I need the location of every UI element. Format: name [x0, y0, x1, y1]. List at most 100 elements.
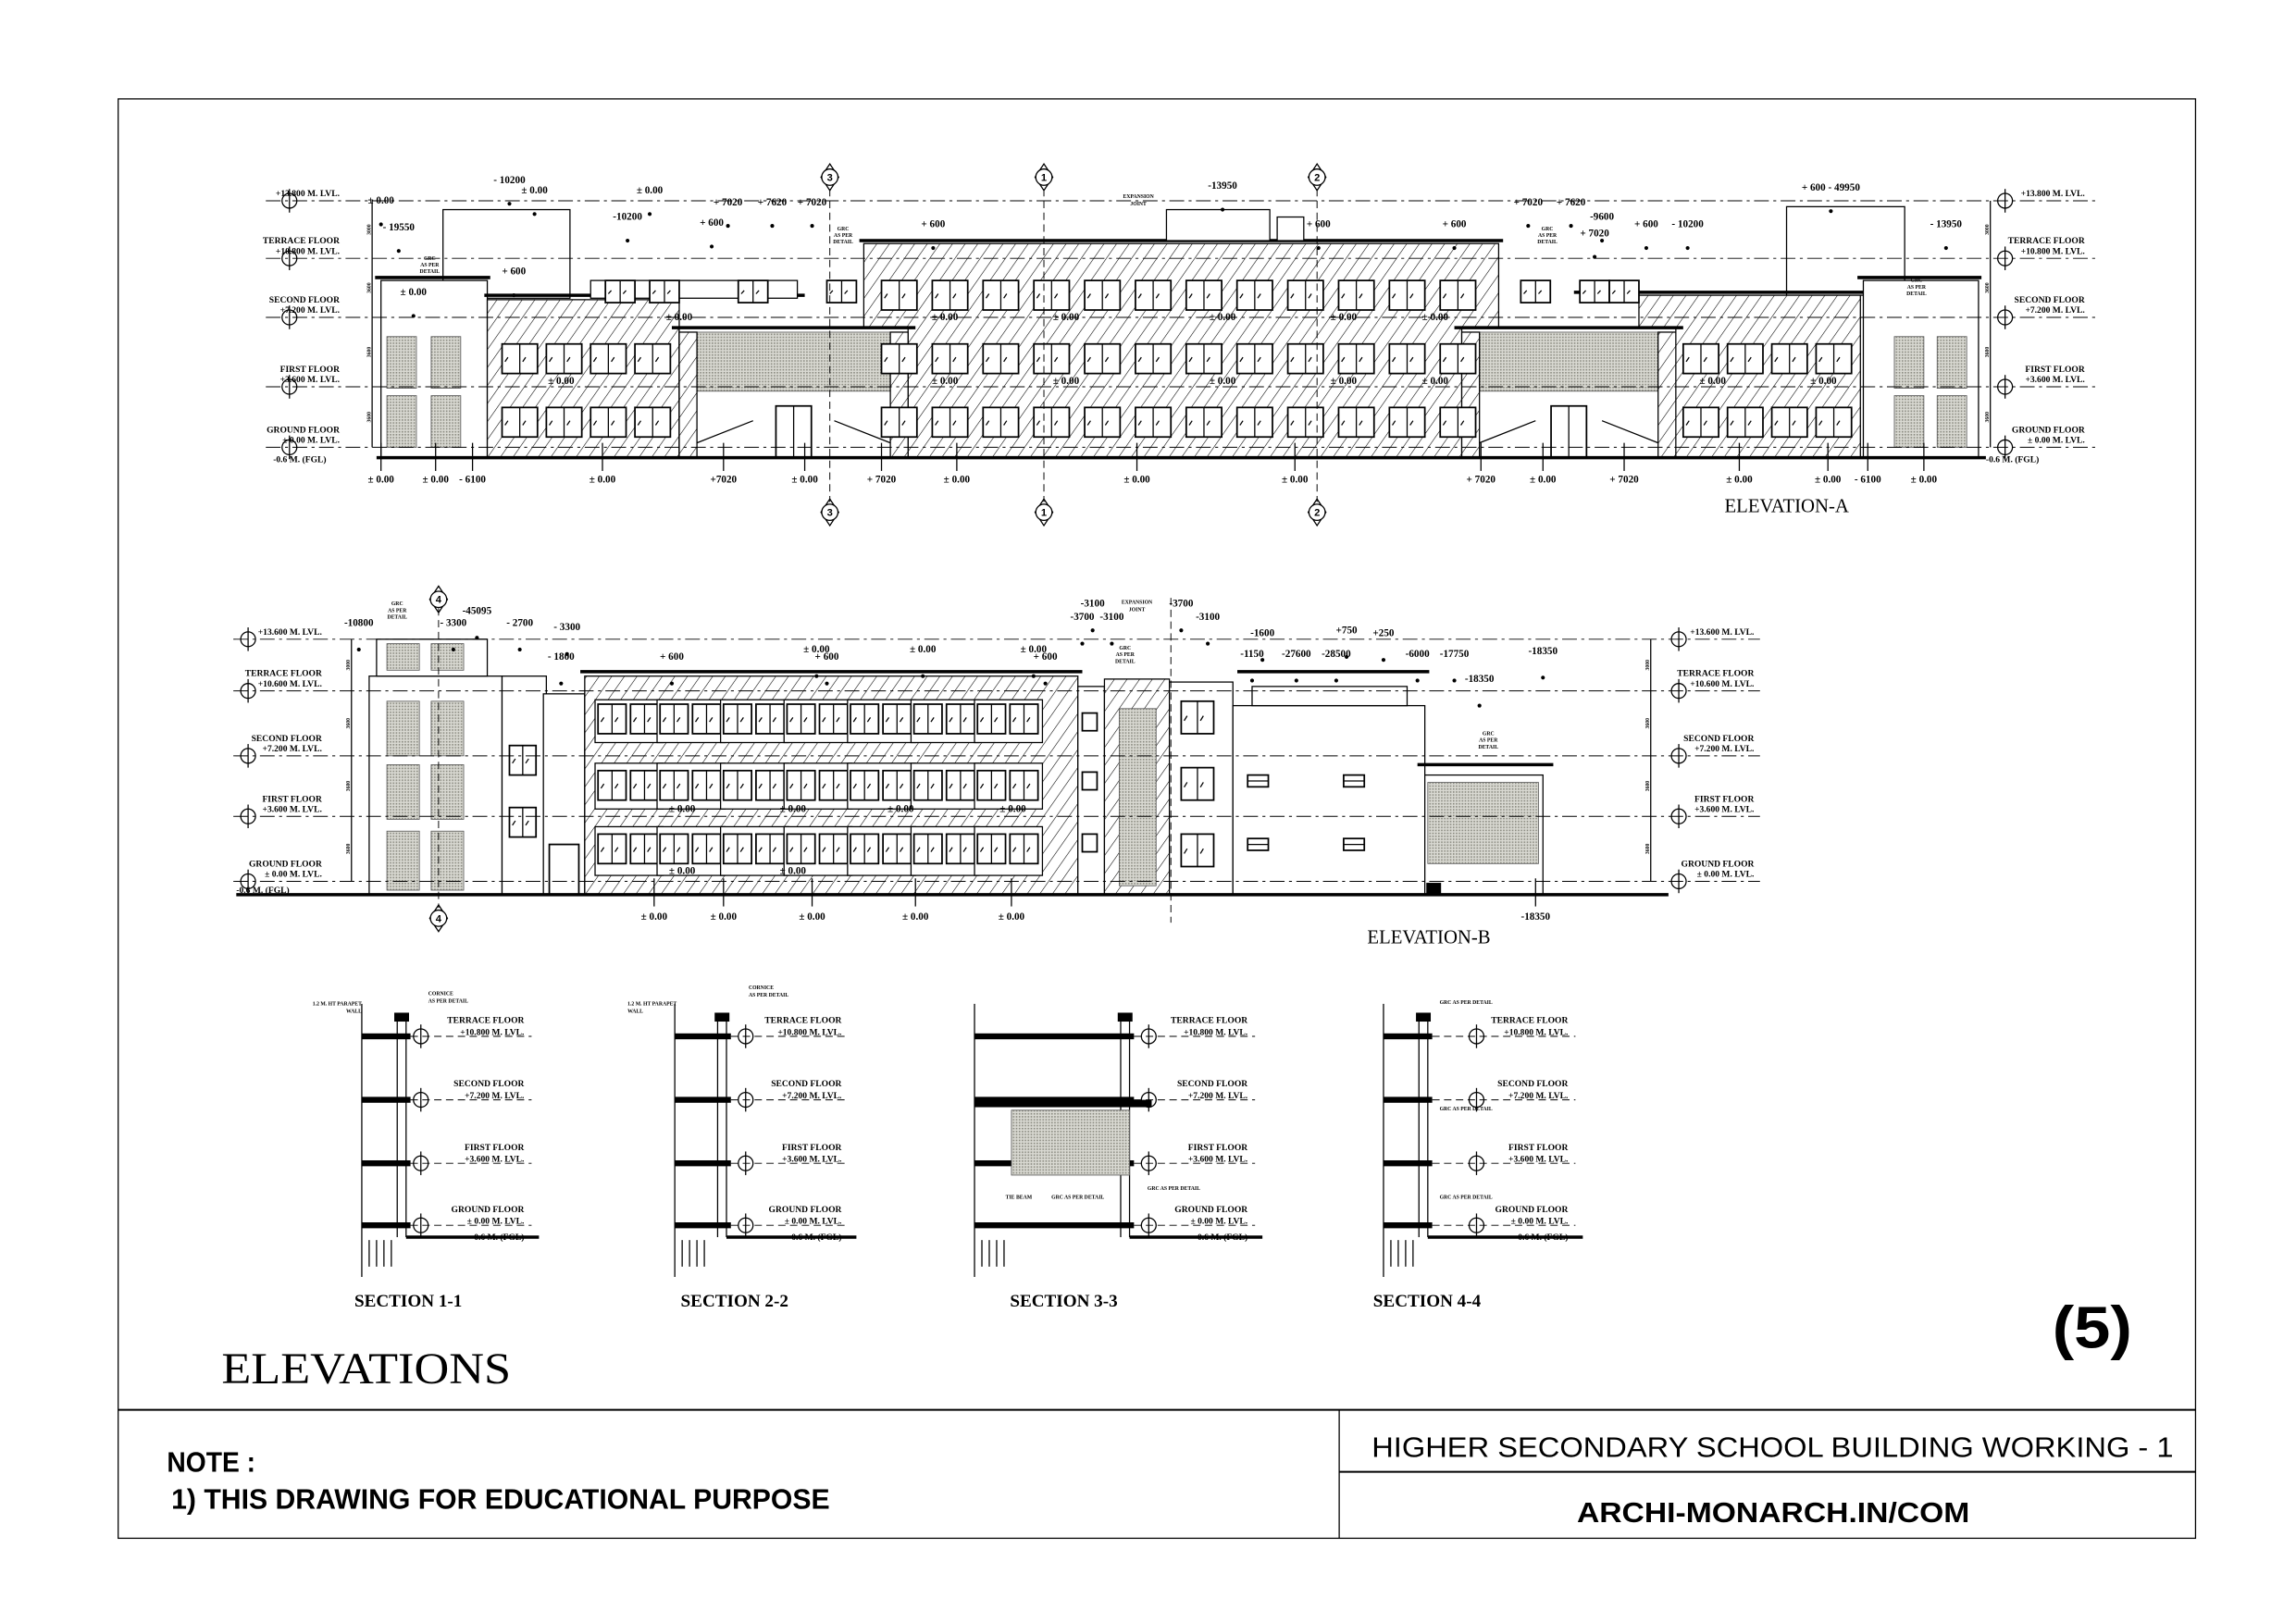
- window-swing-mark: [1818, 356, 1823, 363]
- dimension-label: ± 0.00: [1282, 475, 1309, 486]
- dimension-label: ± 0.00: [422, 475, 449, 486]
- window-swing-mark: [654, 356, 660, 363]
- cornice-note: CORNICE: [428, 991, 453, 997]
- dimension-point: [1415, 678, 1420, 683]
- grc-note: GRC: [1542, 227, 1554, 232]
- level-value: +13.800 M. LVL.: [276, 189, 340, 199]
- grc-screen-panel: [386, 830, 420, 891]
- beam: [974, 1099, 1152, 1108]
- dimension-point: [825, 681, 829, 686]
- window-swing-mark: [739, 717, 744, 723]
- dimension-label: + 600: [700, 217, 724, 229]
- dimension-point: [379, 222, 383, 227]
- vertical-dimension: 3000: [1985, 224, 1991, 235]
- vertical-dimension: 3000: [367, 224, 373, 235]
- window-swing-mark: [647, 783, 652, 789]
- level-name: GROUND FLOOR: [769, 1205, 842, 1215]
- porch-column: [1657, 331, 1677, 459]
- grid-marker-label: 3: [827, 508, 833, 519]
- dimension-label: + 600 - 49950: [1802, 182, 1860, 193]
- window-swing-mark: [694, 783, 700, 789]
- elevation-a: +13.800 M. LVL.+13.800 M. LVL.+10.800 M.…: [263, 162, 2097, 527]
- fgl-label: -0.6 M. (FGL): [1986, 454, 2039, 465]
- sheet-border: [118, 98, 2197, 1540]
- dimension-label: ± 0.00: [780, 865, 807, 876]
- dimension-label: + 7620: [1557, 197, 1586, 208]
- dimension-label: ± 0.00: [666, 312, 693, 323]
- window-swing-mark: [1582, 290, 1587, 294]
- window-swing-mark: [1026, 783, 1031, 789]
- section-1: +10.800 M. LVL.TERRACE FLOOR+7.200 M. LV…: [354, 1003, 540, 1311]
- window-swing-mark: [611, 420, 615, 426]
- dimension-label: - 10200: [1671, 219, 1704, 230]
- window-swing-mark: [632, 717, 638, 723]
- window-swing-mark: [1137, 420, 1142, 426]
- floor-slab: [675, 1096, 731, 1103]
- window-swing-mark: [1206, 356, 1210, 363]
- window-swing-mark: [1086, 293, 1091, 299]
- vertical-dimension: 3600: [1645, 781, 1651, 792]
- window-swing-mark: [1792, 420, 1796, 426]
- window-swing-mark: [829, 290, 834, 294]
- cornice: [1416, 1012, 1432, 1022]
- window-swing-mark: [885, 847, 890, 852]
- window-swing-mark: [985, 420, 990, 426]
- window-swing-mark: [1011, 717, 1017, 723]
- dimension-point: [1452, 678, 1457, 683]
- expansion-joint-label: EXPANSION: [1122, 601, 1153, 606]
- dimension-point: [1477, 703, 1482, 708]
- window-swing-mark: [1442, 293, 1447, 299]
- dimension-label: + 600: [1307, 219, 1331, 230]
- window-swing-mark: [1026, 847, 1031, 852]
- window-swing-mark: [803, 783, 808, 789]
- dimension-label: +250: [1372, 628, 1395, 639]
- floor-slab: [361, 1096, 411, 1103]
- dimension-point: [1220, 207, 1225, 212]
- level-value: +3.600 M. LVL.: [782, 1155, 841, 1165]
- grc-note: GRC: [838, 227, 850, 232]
- dimension-label: -3100: [1081, 599, 1105, 610]
- window-swing-mark: [1257, 293, 1261, 299]
- ramp: [1601, 420, 1658, 444]
- window-swing-mark: [1836, 356, 1841, 363]
- grid-marker-label: 1: [1041, 172, 1047, 183]
- note-line-1: 1) THIS DRAWING FOR EDUCATIONAL PURPOSE: [171, 1485, 830, 1516]
- grc-note: AS PER: [834, 233, 853, 239]
- window-swing-mark: [1460, 293, 1465, 299]
- window-swing-mark: [1774, 356, 1779, 363]
- dimension-label: ± 0.00: [1053, 376, 1080, 387]
- window-swing-mark: [740, 290, 745, 294]
- window-swing-mark: [1104, 293, 1110, 299]
- window-swing-mark: [836, 783, 840, 789]
- window-swing-mark: [1703, 356, 1707, 363]
- window-swing-mark: [1188, 293, 1193, 299]
- level-value: +3.600 M. LVL.: [280, 375, 340, 385]
- window-swing-mark: [899, 783, 904, 789]
- window-swing-mark: [709, 847, 714, 852]
- window-swing-mark: [822, 847, 826, 852]
- dimension-point: [1316, 245, 1321, 251]
- window-swing-mark: [1188, 356, 1193, 363]
- window-swing-mark: [726, 717, 730, 723]
- level-value: +10.800 M. LVL.: [1504, 1027, 1568, 1037]
- dimension-label: ± 0.00: [1700, 376, 1727, 387]
- grc-note: DETAIL: [387, 614, 407, 620]
- vertical-dimension: 3000: [346, 660, 352, 671]
- elevation-b-title: ELEVATION-B: [1367, 927, 1490, 948]
- level-value: +10.800 M. LVL.: [1184, 1027, 1247, 1037]
- vertical-dimension: 3600: [367, 412, 373, 423]
- window-swing-mark: [1392, 356, 1396, 363]
- level-name: SECOND FLOOR: [1177, 1079, 1247, 1089]
- window-swing-mark: [739, 847, 744, 852]
- grc-note: GRC AS PER DETAIL: [1440, 1195, 1493, 1200]
- dimension-label: +750: [1336, 625, 1359, 636]
- level-name: GROUND FLOOR: [1496, 1205, 1569, 1215]
- dimension-label: + 7020: [1609, 475, 1639, 486]
- window-swing-mark: [884, 420, 888, 426]
- window-swing-mark: [632, 847, 638, 852]
- dimension-label: -13950: [1208, 180, 1237, 192]
- dimension-label: -6000: [1406, 649, 1430, 660]
- dimension-label: ± 0.00: [791, 475, 818, 486]
- window-swing-mark: [930, 783, 935, 789]
- window-swing-mark: [504, 356, 509, 363]
